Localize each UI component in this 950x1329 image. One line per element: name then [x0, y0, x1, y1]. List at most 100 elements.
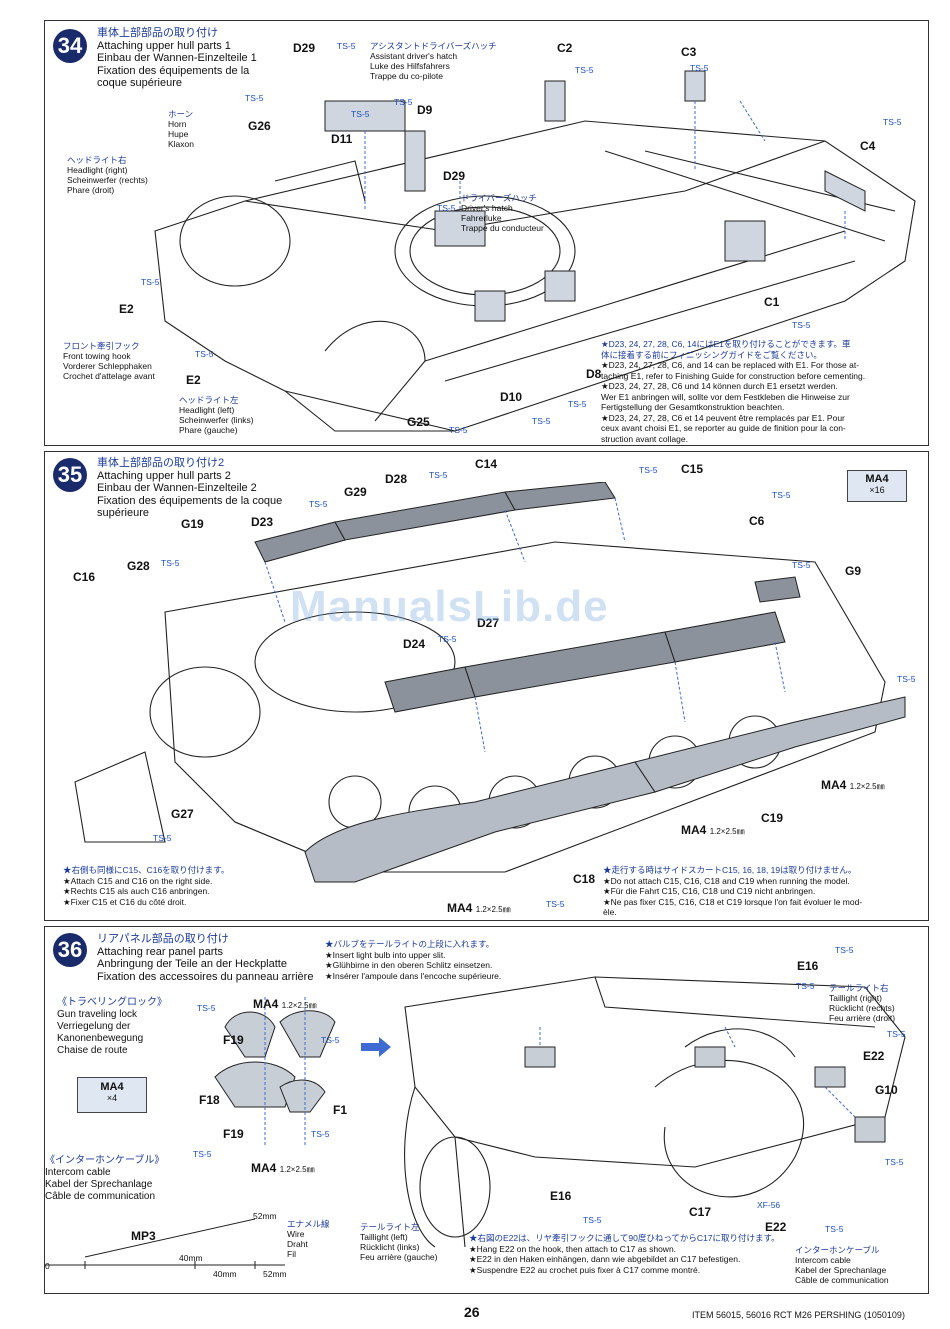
dim-40mm-b: 40mm	[213, 1269, 237, 1279]
part-C17: C17	[689, 1205, 712, 1219]
part-E22-b: E22	[765, 1220, 787, 1234]
ts5-label: TS-5	[532, 416, 551, 426]
dim-52mm: 52mm	[253, 1211, 277, 1221]
ts5-label: TS-5	[311, 1129, 330, 1139]
part-C4: C4	[860, 139, 876, 153]
ts5-label: TS-5	[772, 490, 791, 500]
ts5-label: TS-5	[161, 558, 180, 568]
ma4-quantity-box: MA4 ×16	[847, 470, 907, 502]
ts5-label: TS-5	[897, 674, 916, 684]
part-G25: G25	[407, 415, 430, 429]
part-D29-b: D29	[443, 169, 466, 183]
part-D24: D24	[403, 637, 426, 651]
tow-hook-label: フロント牽引フック Front towing hook Vorderer Sch…	[63, 341, 155, 381]
ts5-label: TS-5	[639, 465, 658, 475]
bulb-note: ★バルブをテールライトの上段に入れます。 ★Insert light bulb …	[325, 939, 502, 981]
step-title: 車体上部部品の取り付け Attaching upper hull parts 1…	[97, 27, 257, 89]
intercom-cable-label: インターホンケーブル Intercom cable Kabel der Spre…	[795, 1245, 889, 1285]
step-34-panel: 34 車体上部部品の取り付け Attaching upper hull part…	[44, 20, 929, 446]
hull-drawing	[154, 70, 916, 432]
ts5-label: TS-5	[245, 93, 264, 103]
ts5-label: TS-5	[337, 41, 356, 51]
hull-drawing-2	[74, 482, 906, 883]
part-D29: D29	[293, 41, 316, 55]
rear-hull-drawing	[404, 976, 906, 1248]
part-G27: G27	[171, 807, 194, 821]
ts5-label: TS-5	[575, 65, 594, 75]
driver-hatch-label: ドライバーズハッチ Driver's hatch Fahrerluke Trap…	[461, 193, 544, 233]
ts5-label: TS-5	[546, 899, 565, 909]
ts5-label: TS-5	[351, 109, 370, 119]
part-D9: D9	[417, 103, 433, 117]
ts5-label: TS-5	[449, 425, 468, 435]
dim-52mm-b: 52mm	[263, 1269, 287, 1279]
e1-replacement-note: ★D23, 24, 27, 28, C6, 14にはE1を取り付けることができま…	[601, 339, 866, 444]
ts5-label: TS-5	[792, 560, 811, 570]
step-number: 35	[53, 458, 87, 492]
ts5-label: TS-5	[690, 63, 709, 73]
watermark: ManualsLib.de	[290, 582, 609, 631]
part-F19: F19	[223, 1033, 244, 1047]
part-D10: D10	[500, 390, 523, 404]
dim-zero: 0	[45, 1261, 50, 1271]
ts5-label: TS-5	[437, 203, 456, 213]
right-side-note: ★右側も同様にC15、C16を取り付けます。 ★Attach C15 and C…	[63, 865, 230, 907]
part-E16: E16	[797, 959, 819, 973]
wire-drawing	[45, 1218, 285, 1269]
page-number: 26	[464, 1304, 480, 1320]
part-D23: D23	[251, 515, 274, 529]
footer-item-info: ITEM 56015, 56016 RCT M26 PERSHING (1050…	[692, 1310, 905, 1320]
part-E2: E2	[119, 302, 134, 316]
part-D11: D11	[331, 132, 353, 146]
ts5-label: TS-5	[825, 1224, 844, 1234]
part-C19: C19	[761, 811, 784, 825]
ts5-label: TS-5	[438, 634, 457, 644]
headlight-right-label: ヘッドライト右 Headlight (right) Scheinwerfer (…	[67, 155, 148, 195]
ts5-label: TS-5	[309, 499, 328, 509]
asst-hatch-label: アシスタントドライバーズハッチ Assistant driver's hatch…	[370, 41, 497, 81]
ts5-label: TS-5	[429, 470, 448, 480]
ts5-label: TS-5	[883, 117, 902, 127]
ts5-label: TS-5	[885, 1157, 904, 1167]
part-C14: C14	[475, 457, 498, 471]
hook-note: ★右図のE22は、リヤ牽引フックに通して90度ひねってからC17に取り付けます。…	[469, 1233, 780, 1275]
intercom-label: 《インターホンケーブル》 Intercom cable Kabel der Sp…	[45, 1155, 165, 1202]
part-F18: F18	[199, 1093, 220, 1107]
part-G26: G26	[248, 119, 271, 133]
part-MA4-b: MA4 1.2×2.5㎜	[251, 1161, 315, 1175]
step-36-panel: 36 リアパネル部品の取り付け Attaching rear panel par…	[44, 926, 929, 1294]
part-C1: C1	[764, 295, 780, 309]
gun-lock-label: 《トラベリングロック》 Gun traveling lock Verriegel…	[57, 997, 167, 1056]
part-F19-b: F19	[223, 1127, 244, 1141]
part-G9: G9	[845, 564, 862, 578]
part-E2-b: E2	[186, 373, 201, 387]
part-C15: C15	[681, 462, 704, 476]
step-number: 34	[53, 29, 87, 63]
step-35-panel: 35 車体上部部品の取り付け2 Attaching upper hull par…	[44, 451, 929, 921]
ts5-label: TS-5	[796, 981, 815, 991]
arrow-icon	[361, 1037, 391, 1057]
ts5-label: TS-5	[835, 945, 854, 955]
ts5-label: TS-5	[583, 1215, 602, 1225]
taillight-right-label: テールライト右 Taillight (right) Rücklicht (rec…	[829, 983, 896, 1023]
part-C3: C3	[681, 45, 697, 59]
part-MA4-b: MA4 1.2×2.5㎜	[681, 823, 745, 837]
wire-label: エナメル線 Wire Draht Fil	[287, 1219, 330, 1259]
ma4-quantity-box: MA4 ×4	[77, 1077, 147, 1113]
step-title: 車体上部部品の取り付け2 Attaching upper hull parts …	[97, 457, 283, 519]
part-E22: E22	[863, 1049, 885, 1063]
part-C18: C18	[573, 872, 596, 886]
part-D28: D28	[385, 472, 408, 486]
part-G10: G10	[875, 1083, 898, 1097]
ts5-label: TS-5	[197, 1003, 216, 1013]
part-G19: G19	[181, 517, 204, 531]
part-MA4-c: MA4 1.2×2.5㎜	[447, 901, 511, 915]
ts5-label: TS-5	[193, 1149, 212, 1159]
part-MP3: MP3	[131, 1229, 156, 1243]
part-C16: C16	[73, 570, 96, 584]
ts5-label: TS-5	[153, 833, 172, 843]
dim-40mm: 40mm	[179, 1253, 203, 1263]
part-MA4: MA4 1.2×2.5㎜	[821, 778, 885, 792]
part-C2: C2	[557, 41, 573, 55]
headlight-left-label: ヘッドライト左 Headlight (left) Scheinwerfer (l…	[179, 395, 254, 435]
